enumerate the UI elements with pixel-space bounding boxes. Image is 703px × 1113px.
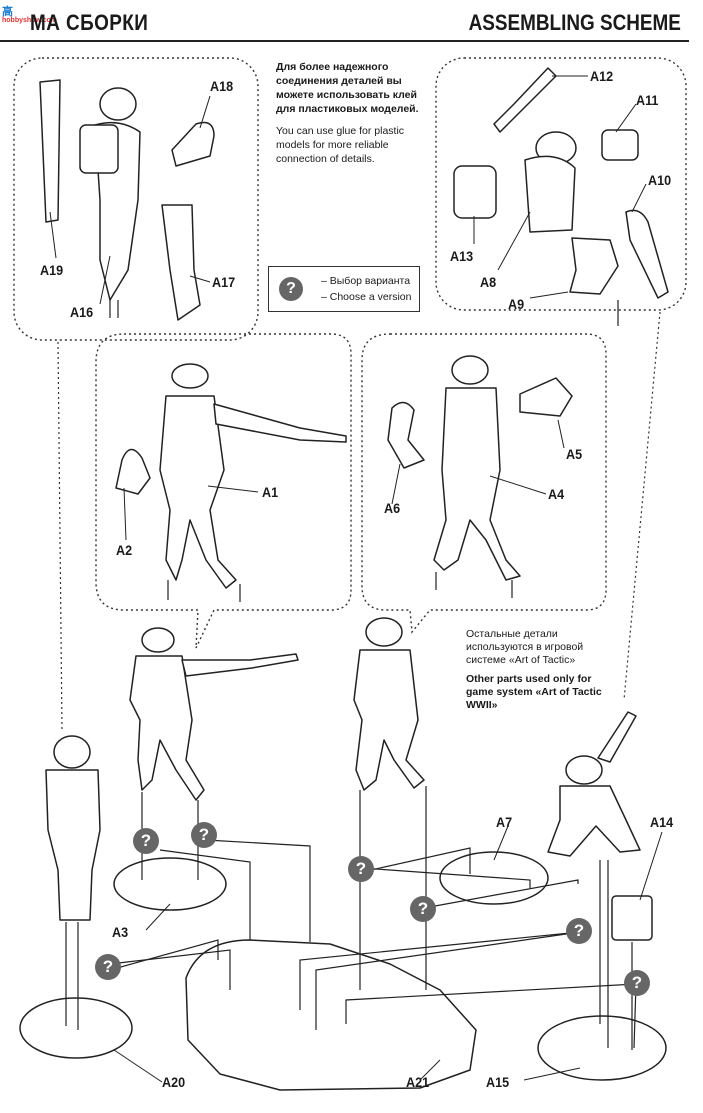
part-label: A4: [548, 486, 565, 502]
bubble-officer: [95, 333, 352, 649]
part-label: A7: [496, 814, 513, 830]
choice-marker-icon: ?: [133, 828, 159, 854]
question-icon: ?: [279, 277, 303, 301]
choice-marker-icon: ?: [410, 896, 436, 922]
bubble-binocular-soldier: [361, 333, 607, 634]
other-parts-russian: Остальные детали используются в игровой …: [466, 628, 584, 666]
other-parts-note: Остальные детали используются в игровой …: [466, 628, 606, 712]
part-label: A12: [590, 68, 614, 84]
glue-note-russian: Для более надежного соединения деталей в…: [276, 61, 419, 115]
choice-marker-icon: ?: [95, 954, 121, 980]
part-label: A9: [508, 296, 525, 312]
part-label: A21: [406, 1074, 430, 1090]
base-a15: [537, 1015, 667, 1081]
glue-note: Для более надежного соединения деталей в…: [276, 60, 426, 174]
title-russian: МА СБОРКИ: [30, 10, 149, 35]
part-label: A8: [480, 274, 497, 290]
part-label: A5: [566, 446, 583, 462]
part-label: A2: [116, 542, 133, 558]
base-a20: [19, 997, 133, 1059]
part-label: A18: [210, 78, 234, 94]
choice-marker-icon: ?: [348, 856, 374, 882]
part-label: A11: [636, 92, 659, 108]
part-label: A1: [262, 484, 279, 500]
legend-box: ? – Выбор варианта – Choose a version: [268, 266, 420, 312]
part-label: A14: [650, 814, 674, 830]
header-rule: [0, 40, 689, 42]
legend-english: – Choose a version: [321, 291, 412, 303]
glue-note-english: You can use glue for plastic models for …: [276, 125, 405, 165]
part-label: A17: [212, 274, 236, 290]
base-a21: [185, 939, 477, 1091]
legend-russian: – Выбор варианта: [321, 275, 411, 287]
bubble-top-right: [435, 57, 687, 311]
part-label: A13: [450, 248, 474, 264]
base-a3: [113, 857, 227, 911]
choice-marker-icon: ?: [566, 918, 592, 944]
choice-marker-icon: ?: [624, 970, 650, 996]
other-parts-english: Other parts used only for game system «A…: [466, 673, 602, 711]
part-label: A10: [648, 172, 672, 188]
bubble-top-left: [13, 57, 259, 341]
part-label: A15: [486, 1074, 510, 1090]
part-label: A3: [112, 924, 129, 940]
part-label: A6: [384, 500, 401, 516]
choice-marker-icon: ?: [191, 822, 217, 848]
title-english: ASSEMBLING SCHEME: [468, 10, 681, 35]
part-label: A16: [70, 304, 94, 320]
part-label: A19: [40, 262, 64, 278]
part-label: A20: [162, 1074, 186, 1090]
